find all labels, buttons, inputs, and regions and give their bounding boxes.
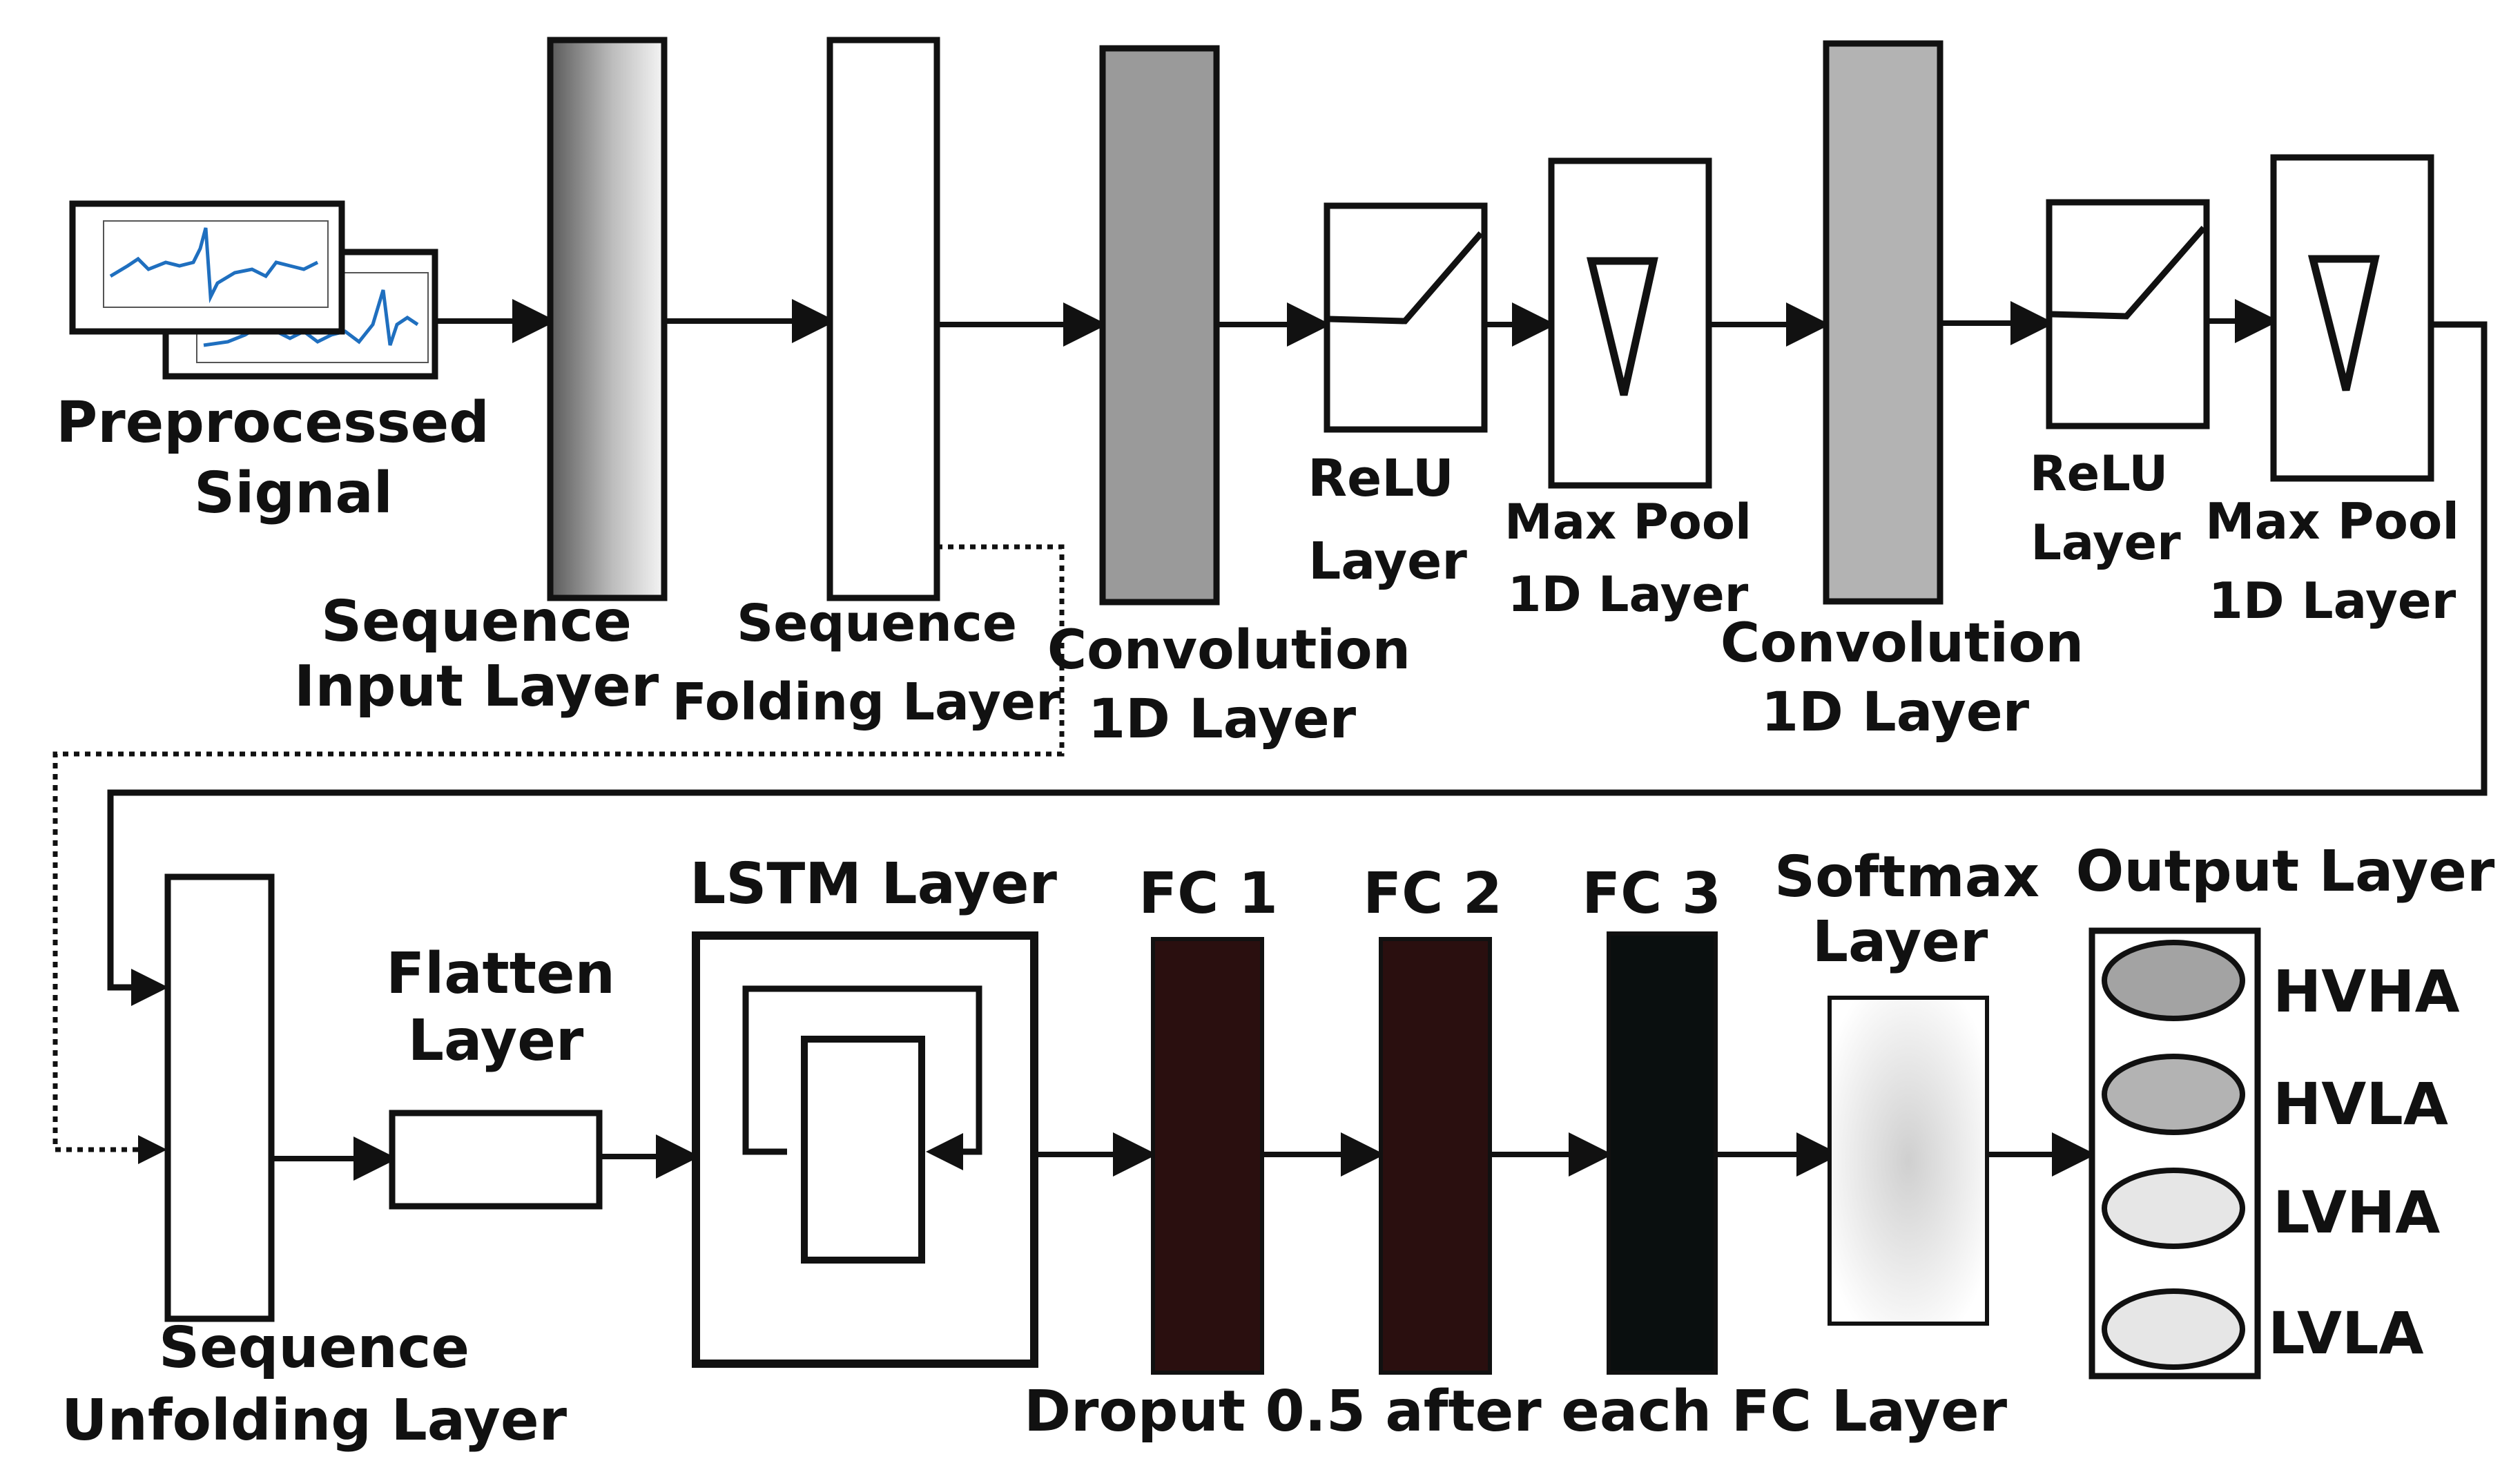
softmax-label-2: Layer <box>1812 909 1988 975</box>
seq-unfold-label-2: Unfolding Layer <box>61 1388 568 1453</box>
output-node-hvla <box>2102 1054 2245 1135</box>
flatten-label-1: Flatten <box>386 941 615 1007</box>
maxpool1-label-1: Max Pool <box>1504 494 1752 550</box>
sequence-input-layer <box>547 37 668 601</box>
seq-unfold-label-1: Sequence <box>159 1315 469 1381</box>
preprocessed-label-1: Preprocessed <box>56 390 490 456</box>
sequence-folding-layer <box>826 37 940 601</box>
maxpool-1-funnel-icon <box>1587 257 1658 396</box>
output-node-hvha <box>2102 940 2245 1021</box>
relu2-label-1: ReLU <box>2030 445 2168 502</box>
fc2-label: FC 2 <box>1363 861 1502 927</box>
maxpool2-label-1: Max Pool <box>2205 492 2459 550</box>
output-label-lvla: LVLA <box>2268 1299 2424 1367</box>
seq-input-label-1: Sequence <box>321 589 632 655</box>
convolution-1d-layer-1 <box>1099 45 1220 606</box>
softmax-label-1: Softmax <box>1774 844 2039 910</box>
fc2-layer <box>1379 937 1492 1375</box>
relu-1-curve-icon <box>1328 231 1484 325</box>
maxpool-1d-layer-1 <box>1548 157 1712 489</box>
output-layer-label: Output Layer <box>2076 839 2495 905</box>
relu1-label-2: Layer <box>1308 532 1467 591</box>
lstm-label: LSTM Layer <box>690 851 1058 917</box>
preprocessed-signal-graphic <box>69 200 438 380</box>
convolution-1d-layer-2 <box>1823 40 1944 605</box>
seq-fold-label-1: Sequence <box>737 594 1017 653</box>
dotted-fold-to-unfold-link <box>52 544 1065 1164</box>
output-label-lvha: LVHA <box>2273 1179 2440 1246</box>
output-node-lvha <box>2102 1168 2245 1249</box>
maxpool1-label-2: 1D Layer <box>1508 566 1749 623</box>
conv2-label-2: 1D Layer <box>1761 681 2030 744</box>
output-label-hvla: HVLA <box>2273 1070 2448 1138</box>
relu1-label-1: ReLU <box>1308 449 1454 508</box>
maxpool-1d-layer-2 <box>2270 154 2434 482</box>
output-label-hvha: HVHA <box>2273 958 2460 1025</box>
output-node-lvla <box>2102 1288 2245 1370</box>
dropout-note: Droput 0.5 after each FC Layer <box>1024 1379 2008 1444</box>
preprocessed-label-2: Signal <box>194 461 393 526</box>
seq-input-label-2: Input Layer <box>294 654 659 719</box>
maxpool2-label-2: 1D Layer <box>2209 572 2456 630</box>
conv1-label-1: Convolution <box>1047 619 1411 681</box>
sequence-unfolding-layer <box>164 873 275 1322</box>
conv1-label-2: 1D Layer <box>1088 688 1357 751</box>
softmax-layer <box>1828 996 1989 1326</box>
seq-fold-label-2: Folding Layer <box>672 673 1061 732</box>
relu-2-curve-icon <box>2051 226 2207 320</box>
signal-trace-front <box>109 227 319 304</box>
flatten-label-2: Layer <box>408 1008 584 1074</box>
fc1-layer <box>1151 937 1264 1375</box>
lstm-recurrent-loop-icon <box>742 985 982 1170</box>
connector-maxpool2-to-unfold <box>107 321 2488 1006</box>
maxpool-2-funnel-icon <box>2307 255 2380 391</box>
fc1-label: FC 1 <box>1138 861 1278 927</box>
fc3-label: FC 3 <box>1582 861 1721 927</box>
flatten-layer <box>389 1110 603 1210</box>
conv2-label-1: Convolution <box>1721 612 2084 675</box>
fc3-layer <box>1607 931 1718 1375</box>
lstm-cell-icon <box>801 1036 925 1264</box>
relu2-label-2: Layer <box>2030 514 2181 571</box>
